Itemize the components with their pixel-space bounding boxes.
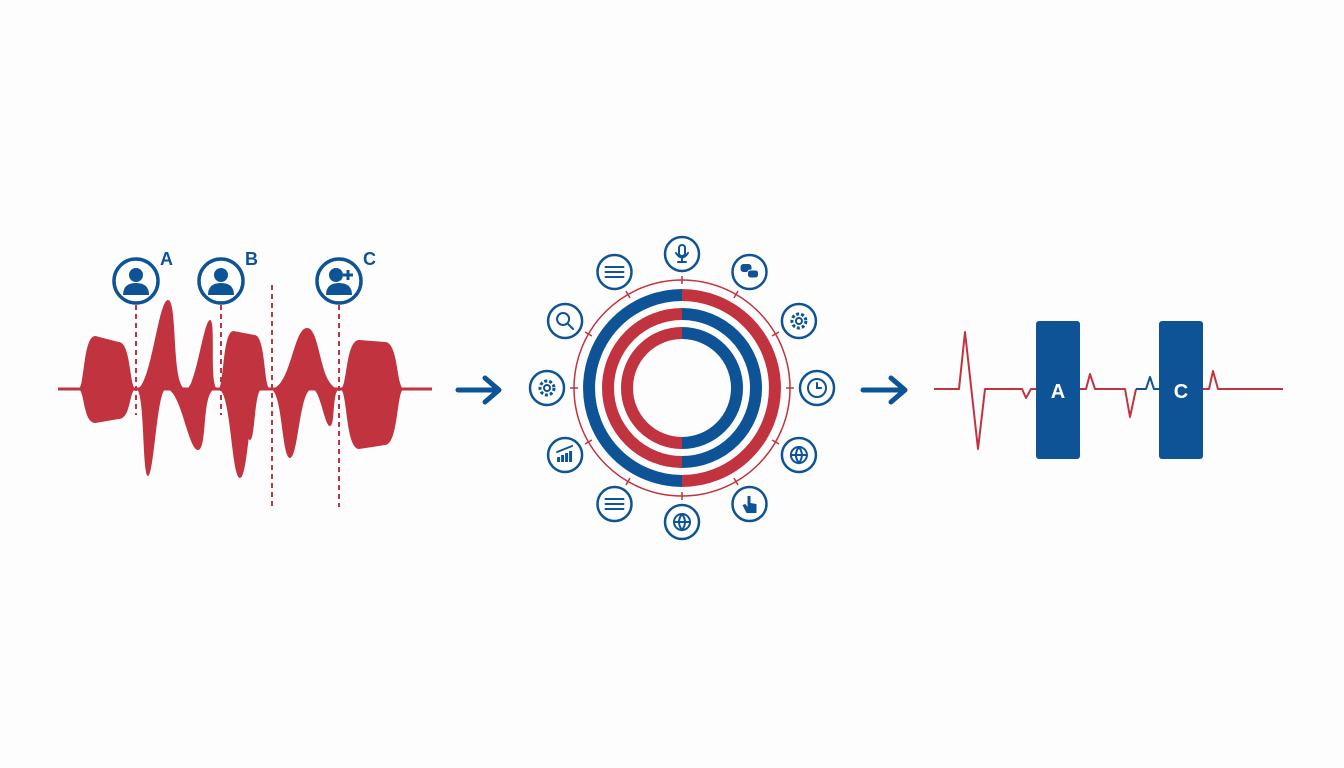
ring-tick xyxy=(584,331,593,337)
ring-tick xyxy=(771,331,780,337)
plus-icon xyxy=(343,270,353,280)
chat-bubbles-icon xyxy=(731,253,768,291)
segment-label: A xyxy=(1051,381,1065,403)
network-globe-icon xyxy=(780,436,818,474)
globe-icon xyxy=(663,503,701,541)
middle-ring-left xyxy=(602,308,683,468)
speaker-icons: A B C xyxy=(112,249,376,305)
outer-ring-left xyxy=(583,289,683,487)
user-icon xyxy=(112,257,160,305)
waveform-lobe xyxy=(136,389,166,476)
waveform-lobe xyxy=(218,331,270,389)
hand-pointer-icon xyxy=(731,485,768,523)
ring-tick xyxy=(733,477,739,486)
inner-ring-left xyxy=(621,327,683,449)
user-add-icon xyxy=(315,257,363,305)
arrow-right-icon xyxy=(860,375,908,405)
gear-settings-icon xyxy=(528,369,566,407)
speaker-c: C xyxy=(315,249,376,305)
waveform-lobe xyxy=(340,389,404,449)
signal-segment-overlap xyxy=(1136,376,1162,390)
microphone-icon xyxy=(663,235,701,273)
waveform-lobe xyxy=(312,389,340,426)
clock-icon xyxy=(798,369,836,407)
speaker-segment-c: C xyxy=(1159,321,1203,459)
speaker-label: A xyxy=(160,249,173,269)
processing-ring xyxy=(570,276,794,500)
ring-tick xyxy=(625,290,631,299)
inner-ring-right xyxy=(681,327,743,449)
waveform-lobe xyxy=(186,320,218,389)
segment-box xyxy=(1159,321,1203,459)
segment-label: C xyxy=(1174,381,1188,403)
speaker-a: A xyxy=(112,249,173,305)
arrow-right-icon xyxy=(455,375,502,405)
waveform-lobe xyxy=(136,300,186,389)
waveform-lobe xyxy=(270,328,340,389)
signal-segment xyxy=(1200,370,1283,390)
ring-tick xyxy=(625,477,631,486)
ring-tick xyxy=(584,439,593,445)
gear-icon xyxy=(780,302,818,340)
waveform-lobe xyxy=(270,389,312,458)
waveform-lobe xyxy=(236,389,262,440)
middle-ring-right xyxy=(681,308,762,468)
waveform-lobe xyxy=(166,389,216,450)
ring-feature-icons xyxy=(528,235,836,541)
speaker-segment-a: A xyxy=(1036,321,1080,459)
outer-ring-right xyxy=(681,289,781,487)
signal-segment xyxy=(934,331,1040,450)
speaker-b: B xyxy=(197,249,258,305)
ring-tick xyxy=(771,439,780,445)
search-icon xyxy=(546,302,584,340)
signal-segment xyxy=(1078,373,1137,418)
speaker-dividers xyxy=(135,285,340,507)
bar-chart-icon xyxy=(546,436,584,474)
user-icon xyxy=(197,257,245,305)
ring-tick xyxy=(733,290,739,299)
text-document-icon xyxy=(596,485,633,523)
segment-box xyxy=(1036,321,1080,459)
speaker-label: C xyxy=(363,249,376,269)
waveform-lobe xyxy=(78,389,136,423)
waveform-lobe xyxy=(340,340,404,389)
text-output-icon xyxy=(596,253,633,291)
waveform-lobe xyxy=(78,336,136,389)
speaker-label: B xyxy=(245,249,258,269)
audio-waveform xyxy=(58,300,432,478)
